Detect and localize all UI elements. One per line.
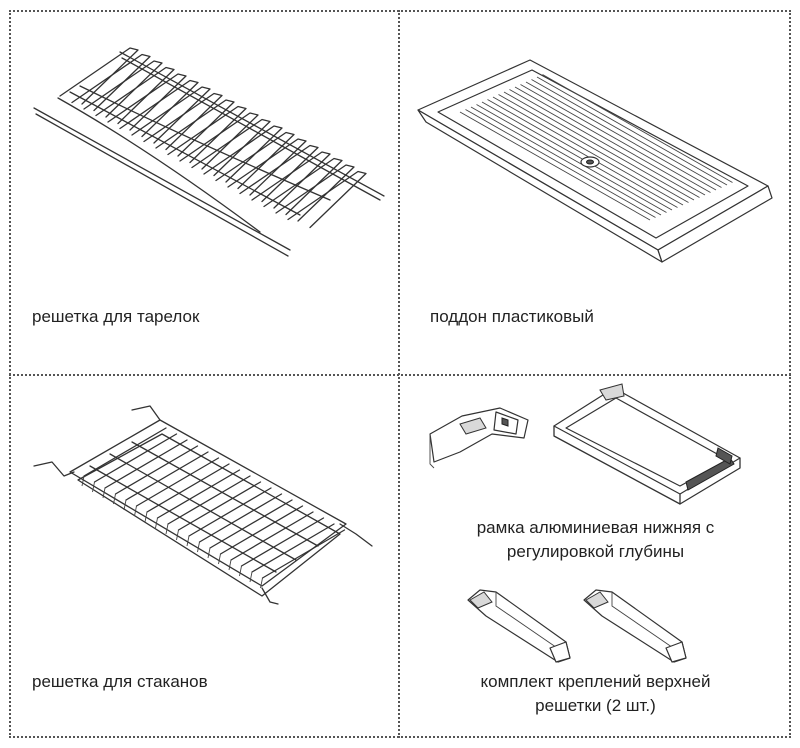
line-art-stroke [156, 469, 241, 519]
line-art-stroke [525, 81, 717, 191]
line-art-stroke [93, 433, 178, 483]
aluminum-frame-icon [429, 383, 741, 505]
line-art-stroke [155, 517, 158, 529]
cell-plastic-tray: поддон пластиковый [400, 0, 791, 374]
line-art-stroke [92, 481, 95, 493]
label-glass-rack: решетка для стаканов [32, 672, 208, 691]
label-mounting-brackets-line1: комплект креплений верхней [480, 672, 711, 691]
line-art-stroke [123, 499, 127, 511]
line-art-stroke [186, 535, 190, 547]
line-art-stroke [542, 74, 733, 183]
label-aluminum-frame-line2: регулировкой глубины [506, 542, 685, 561]
line-art-stroke [536, 76, 728, 186]
line-art-stroke [104, 439, 188, 489]
line-art-stroke [198, 493, 283, 543]
label-mounting-brackets: комплект креплений верхней решетки (2 шт… [400, 670, 791, 718]
line-art-stroke [531, 79, 722, 188]
line-art-stroke [134, 505, 137, 517]
mounting-bracket-icon [467, 589, 687, 663]
label-aluminum-frame: рамка алюминиевая нижняя с регулировкой … [400, 516, 791, 564]
line-art-stroke [520, 84, 711, 193]
line-art-stroke [503, 91, 695, 201]
line-art-stroke [177, 481, 262, 531]
line-art-stroke [165, 523, 169, 535]
line-art-stroke [481, 101, 673, 211]
line-art-stroke [509, 89, 700, 198]
line-art-stroke [240, 517, 325, 567]
line-art-stroke [144, 511, 148, 523]
cell-frame-and-brackets: рамка алюминиевая нижняя с регулировкой … [400, 376, 791, 738]
label-plate-rack: решетка для тарелок [32, 307, 200, 326]
line-art-stroke [146, 463, 230, 513]
label-mounting-brackets-line2: решетки (2 шт.) [535, 696, 656, 715]
grid-divider-horizontal [9, 374, 791, 376]
label-aluminum-frame-line1: рамка алюминиевая нижняя с [476, 518, 715, 537]
line-art-stroke [197, 541, 200, 553]
line-art-stroke [207, 547, 211, 559]
line-art-stroke [492, 96, 684, 206]
line-art-stroke [209, 499, 293, 549]
line-art-stroke [113, 493, 116, 505]
line-art-stroke [125, 451, 209, 501]
line-art-stroke [135, 457, 220, 507]
line-art-stroke [239, 565, 242, 577]
cell-glass-rack: решетка для стаканов [0, 376, 398, 738]
line-art-stroke [260, 577, 263, 589]
line-art-stroke [498, 94, 689, 203]
line-art-stroke [287, 170, 367, 229]
line-art-stroke [102, 487, 106, 499]
line-art-stroke [470, 106, 662, 216]
line-art-stroke [218, 553, 221, 565]
line-art-stroke [476, 104, 667, 213]
line-art-stroke [176, 529, 179, 541]
line-art-stroke [228, 559, 232, 571]
line-art-stroke [81, 475, 85, 487]
line-art-stroke [459, 111, 651, 221]
line-art-stroke [514, 86, 706, 196]
line-art-stroke [487, 99, 678, 208]
line-art-stroke [219, 505, 304, 555]
line-art-stroke [230, 511, 314, 561]
cell-plate-rack: решетка для тарелок [0, 0, 398, 374]
plastic-tray-icon [417, 59, 773, 263]
line-art-stroke [167, 475, 251, 525]
line-art-stroke [261, 529, 346, 579]
line-art-stroke [465, 109, 656, 218]
label-plastic-tray: поддон пластиковый [430, 307, 594, 326]
line-art-stroke [83, 427, 167, 477]
plate-rack-icon [33, 47, 385, 257]
line-art-stroke [188, 487, 272, 537]
line-art-stroke [251, 523, 335, 573]
line-art-stroke [249, 571, 253, 583]
glass-rack-icon [33, 405, 373, 605]
line-art-stroke [114, 445, 199, 495]
